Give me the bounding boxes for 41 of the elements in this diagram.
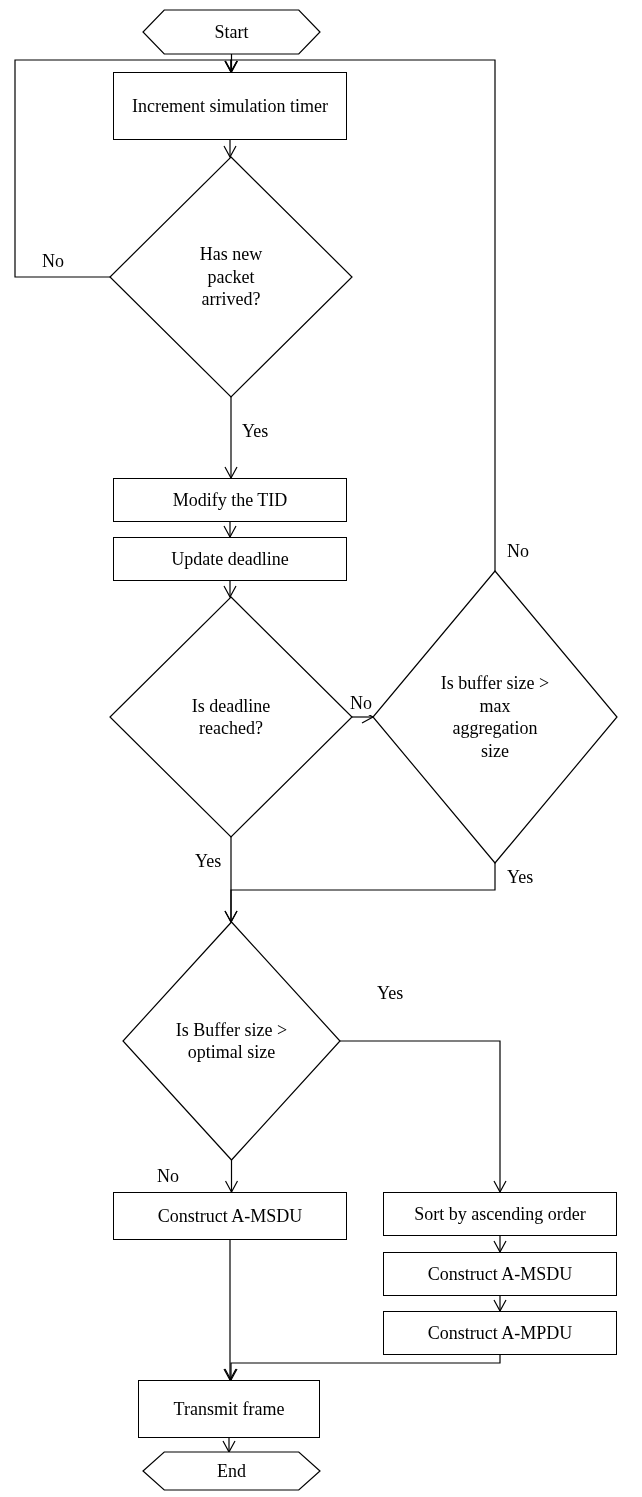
arrow (224, 396, 238, 479)
arrow (224, 1159, 239, 1193)
arrow (339, 1040, 507, 1193)
node-text: Construct A-MPDU (427, 1321, 573, 1345)
decision-diamond (110, 597, 352, 837)
node-text: Is buffer size > max aggregation size (439, 672, 551, 762)
node-text: Construct A-MSDU (157, 1204, 303, 1228)
arrow (493, 1295, 507, 1312)
node-text: Is Buffer size > optimal size (175, 1018, 288, 1064)
process-box (113, 537, 347, 581)
process-box (383, 1192, 617, 1236)
terminal-hexagon (143, 1452, 320, 1490)
node-text: Transmit frame (173, 1397, 285, 1421)
arrow (223, 580, 237, 598)
process-box (113, 72, 347, 140)
arrow (223, 521, 237, 538)
process-box (383, 1252, 617, 1296)
decision-diamond (373, 571, 617, 863)
node-text: Increment simulation timer (131, 94, 329, 118)
node-text: Has new packet arrived? (198, 243, 264, 311)
decision-diamond (110, 157, 352, 397)
decision-diamond (123, 922, 340, 1160)
node-text: Construct A-MSDU (427, 1262, 573, 1286)
arrow (224, 59, 496, 572)
process-box (383, 1311, 617, 1355)
arrow (493, 1235, 507, 1253)
arrow (223, 1239, 237, 1381)
arrow (223, 139, 237, 158)
process-box (113, 1192, 347, 1240)
node-text: Modify the TID (172, 488, 288, 512)
process-box (138, 1380, 320, 1438)
arrow (224, 862, 496, 923)
arrow (224, 1354, 501, 1381)
terminal-hexagon (143, 10, 320, 54)
process-box (113, 478, 347, 522)
node-text: Start (214, 20, 249, 44)
node-text: Sort by ascending order (414, 1202, 586, 1226)
node-text: Update deadline (171, 547, 289, 571)
node-text: Is deadline reached? (190, 694, 272, 740)
node-text: End (217, 1459, 246, 1483)
arrow (222, 1437, 236, 1453)
